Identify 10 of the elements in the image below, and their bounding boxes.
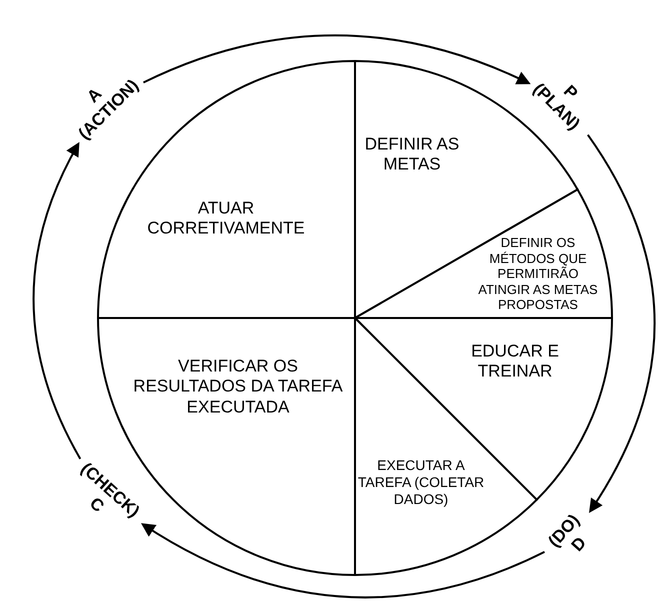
- sector-label: VERIFICAR OS RESULTADOS DA TAREFA EXECUTADA: [120, 356, 356, 418]
- cycle-arrow: [140, 523, 545, 598]
- sector-label: EXECUTAR A TAREFA (COLETAR DADOS): [356, 456, 486, 508]
- sector-label: EDUCAR E TREINAR: [455, 342, 575, 382]
- sector-label: ATUAR CORRETIVAMENTE: [121, 198, 331, 240]
- cycle-arrow: [32, 142, 82, 460]
- sector-label: DEFINIR AS METAS: [364, 134, 460, 176]
- sector-label: DEFINIR OS MÉTODOS QUE PERMITIRÃO ATINGIR AS METAS PROPOSTAS: [476, 235, 600, 313]
- cycle-arrow: [143, 34, 531, 85]
- cycle-arrow: [586, 134, 656, 514]
